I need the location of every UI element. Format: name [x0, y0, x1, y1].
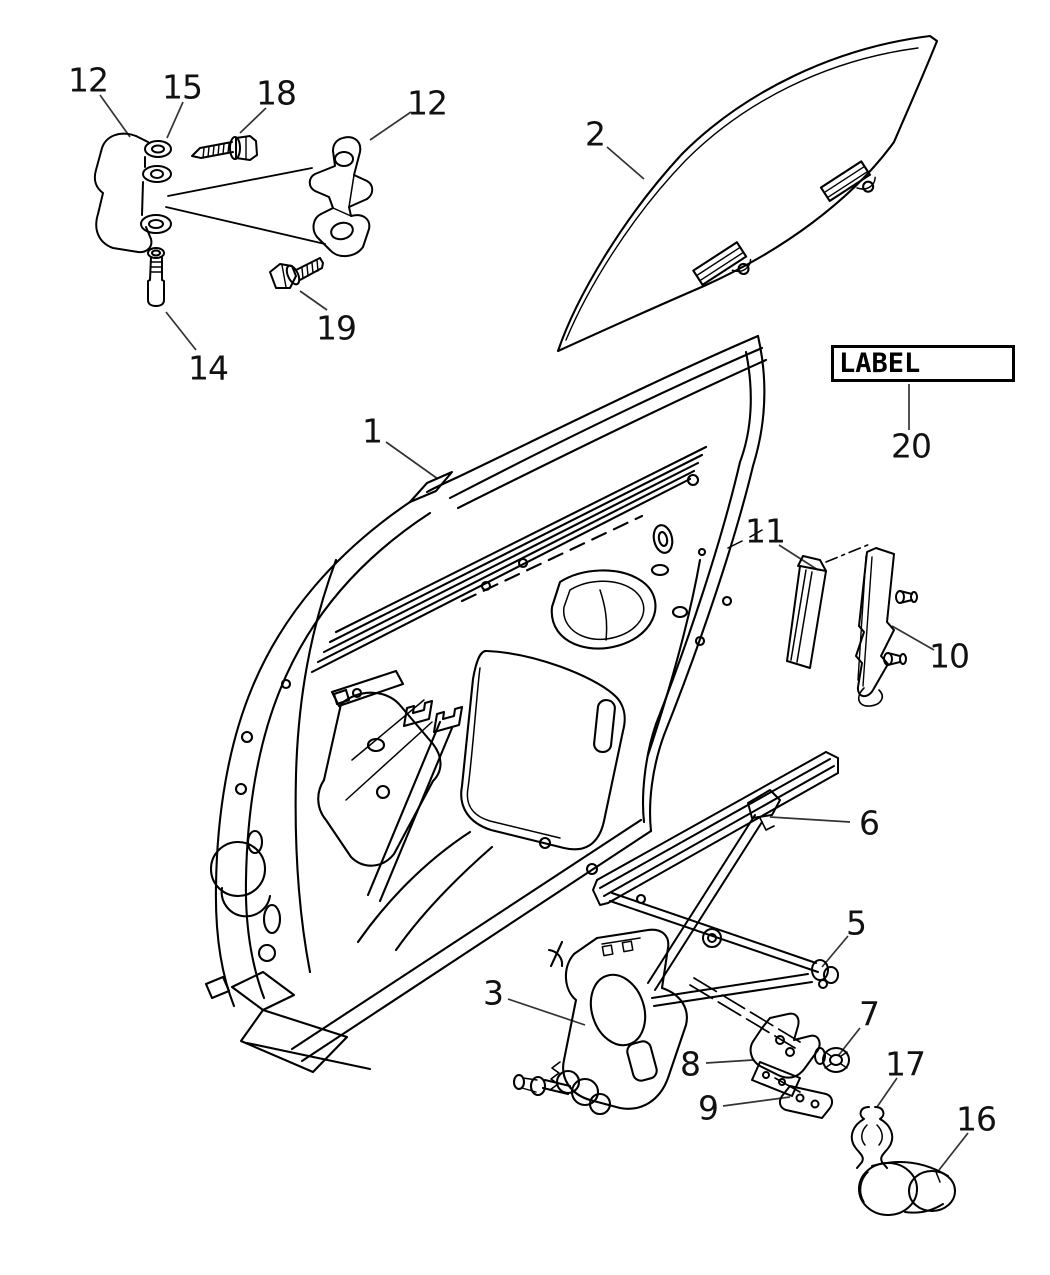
- bolt-19: [269, 257, 324, 289]
- leader-18: [239, 107, 267, 134]
- lower-hinge: [308, 136, 374, 257]
- door-glass: [556, 34, 939, 353]
- glass-channel-10: [855, 547, 918, 707]
- callout-1-door: 1: [362, 411, 383, 451]
- callout-19-bolt: 19: [316, 308, 357, 348]
- hinge-pin-14: [147, 247, 165, 307]
- callout-5-arm: 5: [846, 903, 867, 943]
- leader-5: [821, 935, 849, 968]
- glass-clip-upper: [819, 160, 876, 202]
- leader-2: [606, 146, 645, 180]
- callout-10-channel: 10: [929, 636, 970, 676]
- spindle-nut-7: [814, 1047, 850, 1073]
- upper-hinge: [93, 132, 172, 254]
- regulator-linkage: [592, 751, 839, 1049]
- screw-18: [191, 135, 258, 161]
- leader-15: [166, 101, 184, 139]
- leader-6: [769, 816, 851, 823]
- leader-8: [705, 1059, 754, 1064]
- crank-handle-16: [858, 1160, 956, 1216]
- crank-hardware: [749, 1012, 956, 1216]
- leader-7: [837, 1027, 861, 1057]
- callout-15-washer: 15: [162, 67, 203, 107]
- run-strip-11: [786, 555, 827, 669]
- regulator-arm-5: [651, 959, 839, 1007]
- callout-7-nut: 7: [859, 994, 880, 1034]
- callout-16-handle: 16: [956, 1099, 997, 1139]
- callout-3-regulator: 3: [483, 973, 504, 1013]
- leader-17: [876, 1077, 898, 1108]
- lift-channel-6: [592, 751, 839, 906]
- callout-8-bracket: 8: [680, 1044, 701, 1084]
- callout-12-upper-hinge: 12: [68, 60, 109, 100]
- glass-run-parts: [786, 543, 918, 707]
- leader-12-lower: [369, 111, 412, 141]
- label-box-text: LABEL: [839, 348, 921, 379]
- callout-18-screw: 18: [256, 73, 297, 113]
- callout-11-strip: 11: [745, 511, 786, 551]
- label-box: LABEL: [831, 345, 1015, 382]
- hinge-hardware: [93, 132, 374, 307]
- leader-16: [938, 1132, 969, 1171]
- callout-17-clip: 17: [885, 1044, 926, 1084]
- bracket-8: [749, 1012, 821, 1097]
- callout-20-label: 20: [891, 426, 932, 466]
- callout-14-pin: 14: [188, 348, 229, 388]
- washer-15: [144, 140, 172, 158]
- leader-9: [722, 1096, 791, 1107]
- leader-1: [385, 441, 439, 480]
- leader-14: [165, 311, 197, 351]
- callout-12-lower-hinge: 12: [407, 83, 448, 123]
- leader-10: [891, 625, 935, 651]
- glass-clip-lower: [692, 241, 752, 286]
- leader-12-upper: [99, 94, 131, 138]
- bracket-9: [774, 1077, 834, 1119]
- leader-19: [299, 290, 328, 311]
- callout-9-plate: 9: [698, 1088, 719, 1128]
- leader-lines: [99, 94, 969, 1171]
- window-regulator-3: [512, 928, 688, 1116]
- retaining-clip-17: [850, 1106, 894, 1169]
- callout-6-rail: 6: [859, 803, 880, 843]
- callout-2-glass: 2: [585, 114, 606, 154]
- leader-11: [778, 544, 819, 571]
- door-shell: [204, 334, 768, 1074]
